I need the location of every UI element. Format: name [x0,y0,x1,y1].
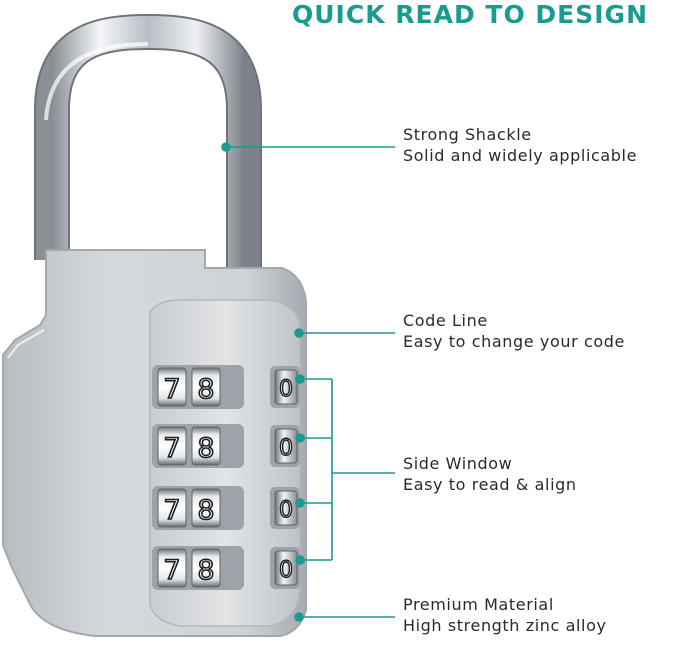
side-dial-wheel[interactable]: 0 [270,547,300,589]
dial-wheel[interactable]: 8 [191,426,221,466]
side-dials: 0 0 0 0 [270,366,300,589]
feature-code-line: Code Line Easy to change your code [403,310,625,352]
callout-dot-shackle [221,142,231,152]
feature-title: Strong Shackle [403,125,532,144]
shackle [34,13,262,275]
feature-title: Premium Material [403,595,554,614]
dial-digit: 7 [163,433,180,464]
feature-description: Easy to read & align [403,475,577,494]
page-title: QUICK READ TO DESIGN [292,0,648,29]
feature-side-window: Side Window Easy to read & align [403,453,577,495]
dial-wheel[interactable]: 7 [157,426,187,466]
callout-lines [221,142,395,622]
side-dial-wheel[interactable]: 0 [270,487,300,529]
dial-wheel[interactable]: 8 [191,548,221,588]
dial-digit: 7 [163,555,180,586]
dial-wheel[interactable]: 8 [191,488,221,528]
feature-premium-material: Premium Material High strength zinc allo… [403,594,607,636]
dial-digit: 7 [163,374,180,405]
dial-wheel[interactable]: 8 [191,367,221,407]
callout-dot-code-line [294,328,304,338]
feature-title: Side Window [403,454,513,473]
dial-wheel[interactable]: 7 [157,548,187,588]
feature-title: Code Line [403,311,488,330]
side-dial-wheel[interactable]: 0 [270,425,300,467]
side-dial-digit: 0 [279,436,293,461]
feature-strong-shackle: Strong Shackle Solid and widely applicab… [403,124,637,166]
dial-wheel[interactable]: 7 [157,488,187,528]
dial-digit: 8 [197,555,214,586]
side-dial-digit: 0 [279,377,293,402]
side-dial-wheel[interactable]: 0 [270,366,300,408]
feature-description: Easy to change your code [403,332,625,351]
dial-wheel[interactable]: 7 [157,367,187,407]
dial-digit: 8 [197,495,214,526]
dial-digit: 8 [197,374,214,405]
callout-dot-material [294,612,304,622]
side-dial-digit: 0 [279,558,293,583]
dial-digit: 8 [197,433,214,464]
feature-description: High strength zinc alloy [403,616,607,635]
dial-digit: 7 [163,495,180,526]
feature-description: Solid and widely applicable [403,146,638,165]
side-dial-digit: 0 [279,498,293,523]
